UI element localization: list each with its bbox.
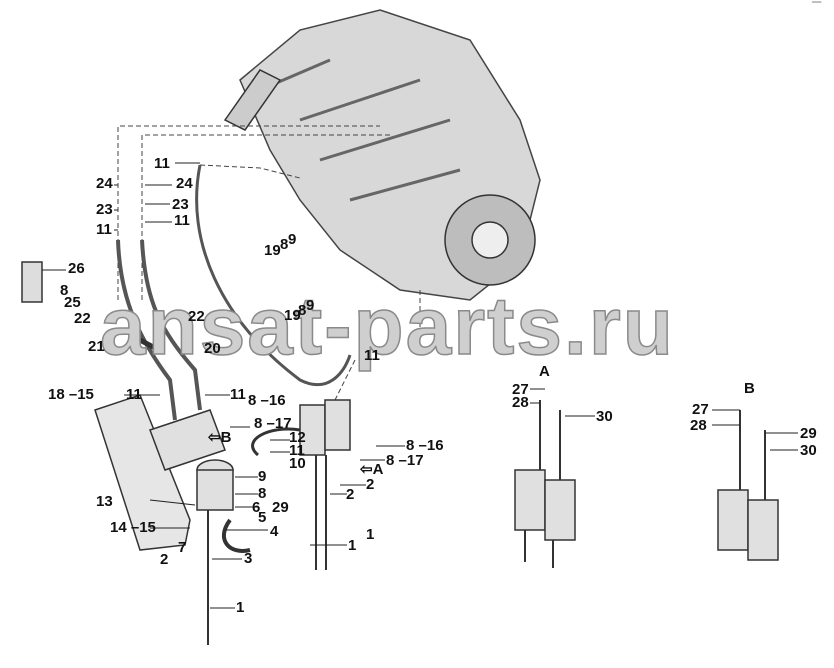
callout-label: 24 <box>96 175 113 192</box>
callout-label: 30 <box>800 442 817 459</box>
callout-label: 8 <box>258 485 267 502</box>
hose-right <box>140 239 202 411</box>
callout-label: 23 <box>96 201 113 218</box>
callout-label: 29 <box>272 499 289 516</box>
callout-label: 28 <box>690 417 707 434</box>
callout-label: 14 –15 <box>110 519 156 536</box>
callout-label: 8 –16 <box>248 392 286 409</box>
callout-label: 13 <box>96 493 113 510</box>
corner-mark: ▔▔ <box>812 3 822 9</box>
callout-label: 27 <box>692 401 709 418</box>
callout-label: 4 <box>270 523 279 540</box>
arrow-left-icon: ⇦ <box>360 461 373 478</box>
view-b-title: B <box>744 380 755 397</box>
callout-label: 8 <box>280 236 289 253</box>
callout-label: 27 <box>512 381 529 398</box>
callout-label: 6 <box>252 499 261 516</box>
arrow-left-icon: ⇦ <box>208 429 221 446</box>
fuel-pipes <box>138 337 766 645</box>
callout-label: 12 <box>289 429 306 446</box>
callout-label: 22 <box>74 310 91 327</box>
callout-label: 28 <box>512 394 529 411</box>
bracket-26 <box>21 261 43 303</box>
callout-label: 5 <box>258 509 267 526</box>
engine-illustration <box>223 9 541 301</box>
callout-label: 11 <box>126 386 142 403</box>
callout-label: 7 <box>178 539 187 556</box>
callout-label: 8 –16 <box>406 437 444 454</box>
callout-label: 9 <box>258 468 267 485</box>
callout-label: 2 <box>160 551 169 568</box>
label-leaders <box>42 162 798 609</box>
bracket-plate <box>94 394 191 551</box>
callout-label: 21 <box>88 338 105 355</box>
callout-label: 19 <box>284 307 301 324</box>
callout-label: 30 <box>596 408 613 425</box>
callout-label: 9 <box>306 297 315 314</box>
callout-label: 20 <box>204 340 221 357</box>
callout-label: 18 –15 <box>48 386 94 403</box>
callout-label: 19 <box>264 242 281 259</box>
callout-label: 22 <box>188 308 205 325</box>
hose-return <box>195 164 352 387</box>
callout-label: 8 <box>60 282 69 299</box>
callout-label: 10 <box>289 455 306 472</box>
callout-label: 11 <box>96 221 112 238</box>
callout-label: 8 <box>298 302 307 319</box>
filter-assembly <box>149 399 779 561</box>
view-b-arrow: ⇦B <box>208 429 232 446</box>
callout-label: 11 <box>364 347 380 364</box>
watermark: ansat-parts.ru <box>99 281 675 372</box>
callout-label: 3 <box>244 550 253 567</box>
callout-label: 1 <box>366 526 375 543</box>
callout-label: 26 <box>68 260 85 277</box>
view-a-title: A <box>539 363 550 380</box>
callout-label: 25 <box>64 294 81 311</box>
callout-label: 8 –17 <box>386 452 424 469</box>
callout-label: 23 <box>172 196 189 213</box>
view-a-arrow: ⇦A <box>360 461 384 478</box>
callout-label: 2 <box>366 476 375 493</box>
callout-label: 11 <box>230 386 246 403</box>
callout-label: 1 <box>236 599 245 616</box>
callout-label: 11 <box>174 212 190 229</box>
callout-label: 24 <box>176 175 193 192</box>
callout-label: 29 <box>800 425 817 442</box>
callout-label: 9 <box>288 231 297 248</box>
callout-label: 1 <box>348 537 357 554</box>
callout-label: 8 –17 <box>254 415 292 432</box>
callout-label: 2 <box>346 486 355 503</box>
hose-left <box>116 239 177 421</box>
callout-label: 11 <box>289 442 305 459</box>
callout-label: 11 <box>154 155 170 172</box>
